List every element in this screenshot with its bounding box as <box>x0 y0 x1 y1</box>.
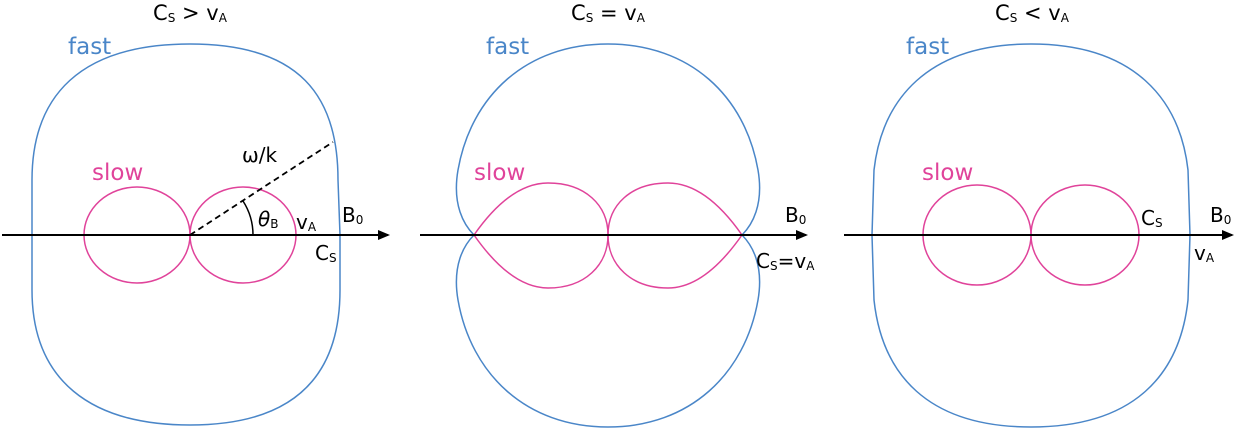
va-label: vA <box>296 210 317 234</box>
cs-label: CS <box>1141 206 1163 230</box>
panel-title: CS > vA <box>153 1 228 25</box>
panel-title: CS < vA <box>995 1 1070 25</box>
slow-label: slow <box>92 160 143 186</box>
angle-arc <box>242 200 254 236</box>
cs-equals-va-label: CS=vA <box>756 249 815 273</box>
field-label: B0 <box>1210 203 1231 227</box>
va-label: vA <box>1194 241 1215 265</box>
panel-cs-less-va: CS < vA fast slow B0 CS vA <box>844 1 1234 428</box>
panel-cs-equal-va: CS = vA fast slow B0 CS=vA <box>420 1 815 428</box>
fast-mode-curve <box>455 43 761 428</box>
slow-label: slow <box>922 160 973 186</box>
panel-title: CS = vA <box>571 1 646 25</box>
fast-mode-curve <box>31 43 341 426</box>
wave-vector-dashed <box>189 141 334 236</box>
fast-label: fast <box>906 34 949 60</box>
fast-label: fast <box>486 34 529 60</box>
field-label: B0 <box>785 203 806 227</box>
fast-mode-curve <box>871 43 1191 428</box>
slow-label: slow <box>474 160 525 186</box>
cs-label: CS <box>315 241 337 265</box>
fast-label: fast <box>68 34 111 60</box>
wave-speed-label: ω/k <box>242 143 277 167</box>
angle-label: θB <box>258 207 278 231</box>
field-label: B0 <box>342 203 363 227</box>
panel-cs-greater-va: CS > vA fast slow B0 ω/k θB vA CS <box>2 1 390 426</box>
